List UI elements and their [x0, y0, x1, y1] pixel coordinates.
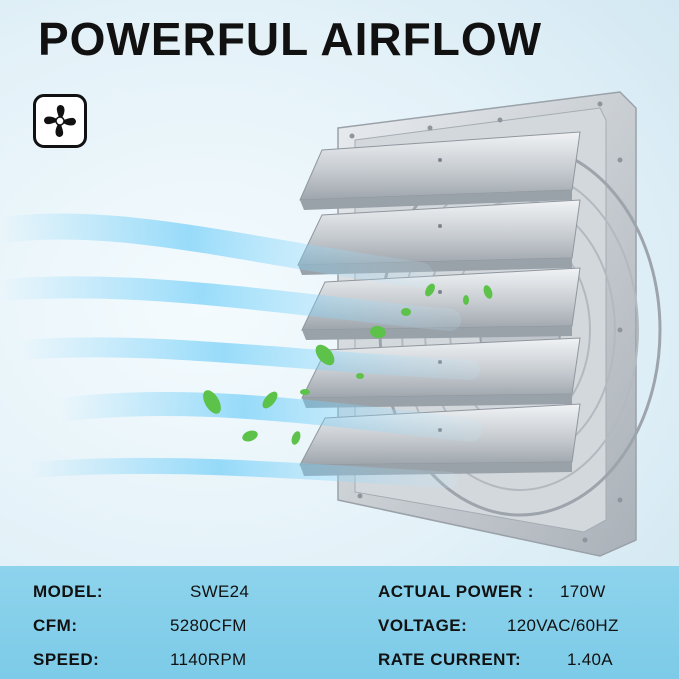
spec-model-label: MODEL:: [33, 582, 104, 601]
spec-speed-label: SPEED:: [33, 650, 100, 669]
spec-current-value: 1.40A: [567, 650, 613, 669]
spec-cfm-label: CFM:: [33, 616, 78, 635]
spec-current-label: RATE CURRENT:: [378, 650, 522, 669]
fan-icon: [33, 94, 87, 148]
spec-table: MODEL: SWE24 CFM: 5280CFM SPEED: 1140RPM…: [0, 566, 679, 679]
spec-model-value: SWE24: [190, 582, 250, 601]
shutter-fan-illustration: [0, 91, 662, 557]
airflow-streams: [0, 213, 482, 488]
spec-power-value: 170W: [560, 582, 606, 601]
spec-speed-value: 1140RPM: [170, 650, 247, 669]
spec-power-label: ACTUAL POWER :: [378, 582, 534, 601]
leaves: [203, 283, 493, 445]
spec-voltage-label: VOLTAGE:: [378, 616, 468, 635]
spec-voltage-value: 120VAC/60HZ: [507, 616, 619, 635]
spec-cfm-value: 5280CFM: [170, 616, 247, 635]
page-title: POWERFUL AIRFLOW: [37, 13, 543, 65]
